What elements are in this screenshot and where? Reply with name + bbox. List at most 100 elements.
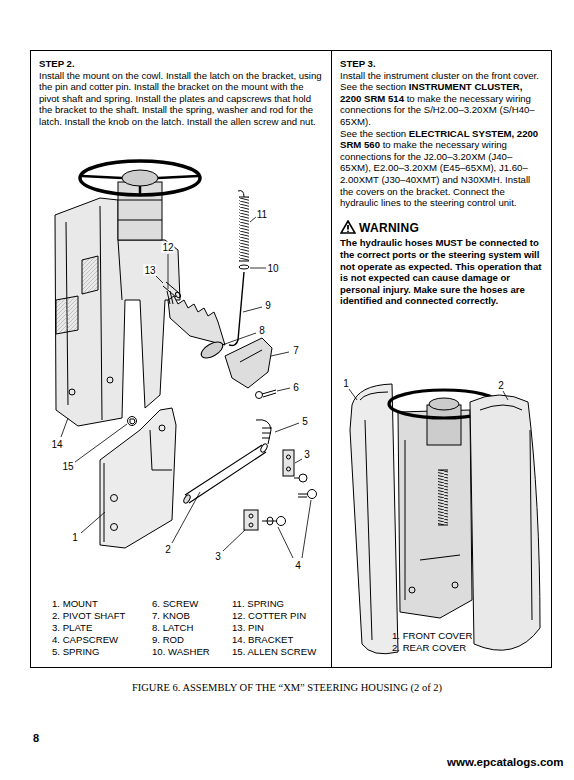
front-cover (360, 392, 388, 640)
capscrews (262, 521, 276, 522)
leader-lines (223, 530, 245, 551)
mount (111, 524, 118, 531)
step-text: See the section (340, 128, 406, 139)
callout-number: 11 (256, 209, 268, 220)
allen-screw (128, 417, 137, 426)
callout-number: 1 (71, 532, 79, 543)
callout-number: 4 (294, 560, 302, 571)
leader-lines (222, 333, 256, 345)
plate-lower (249, 523, 253, 527)
front-cover (350, 384, 398, 654)
warning-triangle (341, 221, 355, 233)
toothed-sector (168, 296, 225, 345)
callout-number: 2 (497, 380, 505, 391)
screw (262, 390, 276, 397)
paragraph: Install the instrument cluster on the fr… (340, 70, 543, 128)
callout-number: 3 (214, 551, 222, 562)
leader-lines (349, 389, 357, 400)
plate-upper (287, 467, 291, 471)
spring-5 (256, 420, 272, 444)
plate-lower (244, 510, 258, 530)
part-name: 15. ALLEN SCREW (232, 646, 316, 657)
leader-lines (81, 512, 105, 533)
plate-lower (244, 510, 258, 530)
step-text: The hydraulic hoses MUST be connected to… (340, 237, 542, 306)
paragraph: STEP 3. (340, 58, 543, 70)
page-number: 8 (33, 733, 39, 744)
toothed-sector (168, 296, 225, 345)
covers-view (349, 384, 540, 654)
mount (100, 408, 176, 548)
pivot-shaft (185, 445, 266, 503)
rod (229, 272, 244, 345)
callout-number: 8 (258, 325, 266, 336)
capscrews (298, 494, 307, 497)
bracket-housing (82, 256, 98, 294)
cotter-pin (167, 291, 173, 304)
steering-wheel (80, 161, 200, 195)
paragraph: Install the mount on the cowl. Install t… (39, 70, 323, 128)
column-and-bracket (452, 582, 458, 588)
part-name: 8. LATCH (152, 622, 193, 633)
part-name: 3. PLATE (52, 622, 92, 633)
pivot-shaft (183, 443, 269, 504)
part-name: 2. REAR COVER (392, 642, 466, 653)
mount (104, 430, 172, 542)
part-name: 14. BRACKET (232, 634, 293, 645)
leader-lines (275, 423, 299, 432)
callout-number: 5 (301, 416, 309, 427)
watermark: www.epcatalogs.com (447, 757, 564, 768)
callout-number: 12 (161, 242, 174, 253)
pivot-shaft (260, 443, 269, 453)
leader-lines (243, 307, 262, 312)
latch (225, 338, 272, 388)
plate-upper (283, 450, 294, 476)
callout-number: 3 (303, 449, 311, 460)
column-and-bracket (398, 405, 472, 618)
callout-number: 2 (164, 544, 172, 555)
plate-lower (249, 514, 253, 518)
part-name: 13. PIN (232, 622, 264, 633)
part-name: 9. ROD (152, 634, 184, 645)
paragraph: The hydraulic hoses MUST be connected to… (340, 237, 543, 307)
plate-upper (283, 450, 294, 476)
screw (256, 392, 263, 399)
part-name: 7. KNOB (152, 610, 190, 621)
leader-lines (349, 389, 508, 400)
pin (163, 282, 181, 299)
steering-wheel (122, 170, 158, 186)
pin (175, 291, 182, 298)
step-text: Install the mount on the cowl. Install t… (39, 70, 322, 127)
steering-wheel (429, 398, 459, 410)
rear-cover (470, 395, 540, 650)
screw (256, 390, 277, 399)
allen-screw (130, 419, 135, 424)
callout-number: 9 (264, 300, 272, 311)
callout-number: 10 (266, 263, 279, 274)
washer (239, 265, 249, 269)
capscrews (277, 517, 286, 526)
part-name: 12. COTTER PIN (232, 610, 306, 621)
step-heading: STEP 3. (340, 58, 376, 69)
text-panel: STEP 3.Install the instrument cluster on… (331, 50, 552, 668)
bracket-housing (107, 377, 113, 383)
leader-lines (503, 391, 508, 400)
paragraph: STEP 2. (39, 58, 323, 70)
warning-mark (347, 225, 349, 230)
callout-number: 1 (342, 378, 350, 389)
rear-cover (480, 405, 532, 620)
part-name: 11. SPRING (232, 598, 284, 609)
column-and-bracket (427, 405, 461, 445)
part-name: 5. SPRING (52, 646, 99, 657)
paragraph: WARNING (340, 220, 543, 235)
part-name: 4. CAPSCREW (52, 634, 118, 645)
part-name: 2. PIVOT SHAFT (52, 610, 125, 621)
leader-lines (250, 268, 266, 269)
leader-lines (271, 352, 289, 356)
callout-number: 14 (50, 439, 63, 450)
leader-lines (295, 459, 302, 463)
callout-number: 6 (292, 382, 300, 393)
leader-lines (156, 276, 163, 283)
capscrews (294, 478, 299, 479)
figure-caption: FIGURE 6. ASSEMBLY OF THE “XM” STEERING … (132, 682, 442, 693)
